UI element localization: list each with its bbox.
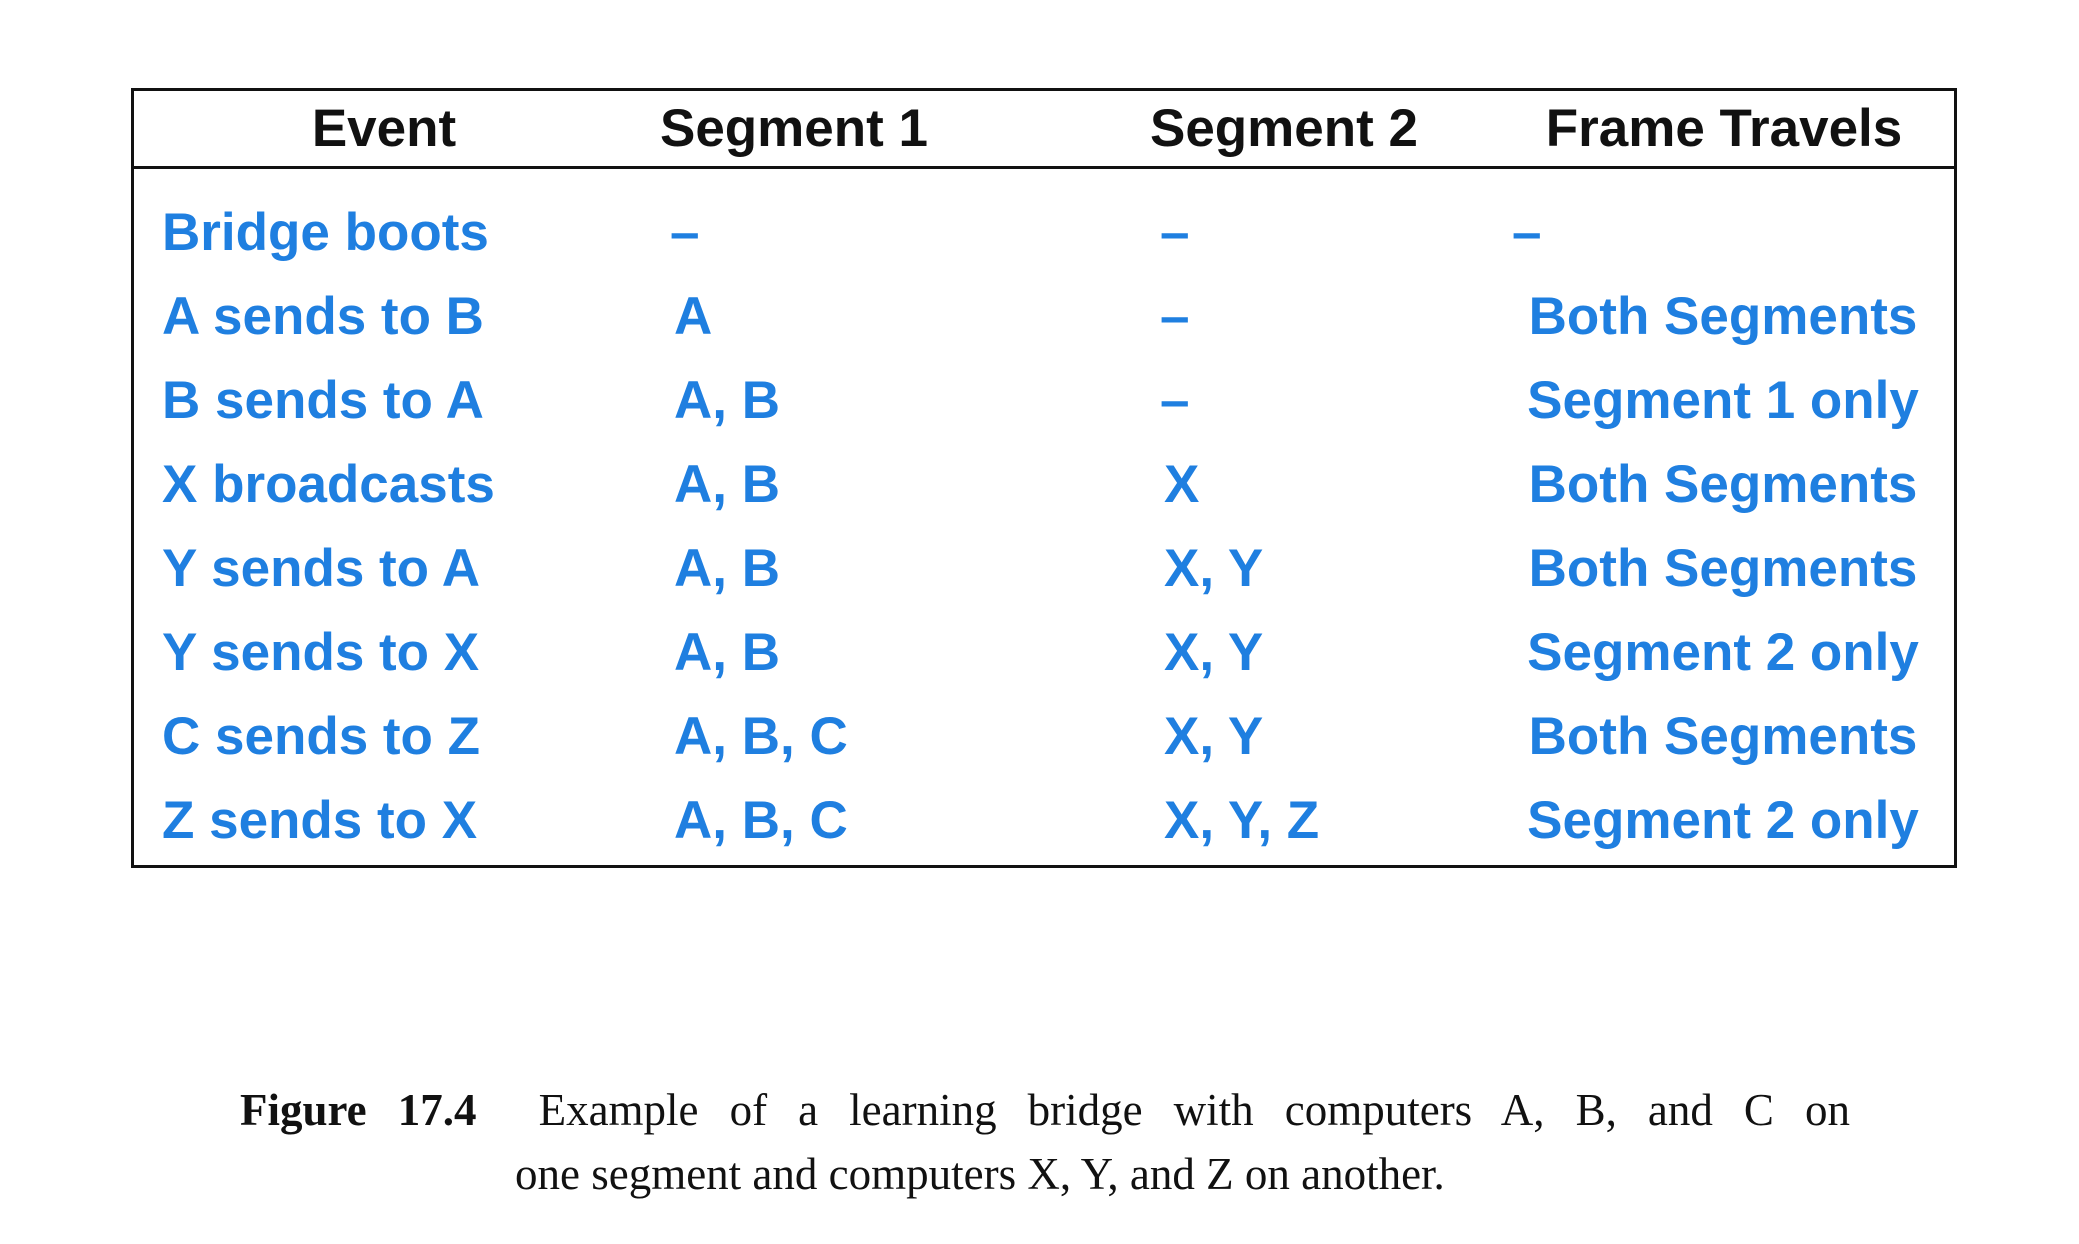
event-cell: Y sends to X	[162, 623, 480, 682]
segment-1-cell: A, B	[674, 371, 780, 430]
header-frame-travels: Frame Travels	[1545, 99, 1903, 158]
caption-line-2: one segment and computers X, Y, and Z on…	[240, 1142, 1850, 1206]
segment-1-cell: A, B	[674, 623, 780, 682]
table-row: A sends to B A – Both Segments	[134, 275, 1954, 359]
frame-travels-cell: Both Segments	[1528, 539, 1918, 598]
header-segment-1: Segment 1	[659, 99, 929, 158]
header-segment-2: Segment 2	[1149, 99, 1419, 158]
event-cell: C sends to Z	[162, 707, 481, 766]
event-cell: Y sends to A	[162, 539, 481, 598]
segment-1-cell: A, B, C	[674, 707, 848, 766]
table-row: Y sends to A A, B X, Y Both Segments	[134, 527, 1954, 611]
table-row: X broadcasts A, B X Both Segments	[134, 443, 1954, 527]
event-cell: A sends to B	[162, 287, 484, 346]
table-row: Z sends to X A, B, C X, Y, Z Segment 2 o…	[134, 779, 1954, 863]
table-header-row: Event Segment 1 Segment 2 Frame Travels	[134, 91, 1954, 169]
segment-2-cell: X, Y	[1164, 623, 1264, 682]
frame-travels-cell: Both Segments	[1528, 287, 1918, 346]
segment-1-cell: A, B, C	[674, 791, 848, 850]
caption-label: Figure 17.4	[240, 1085, 477, 1135]
frame-travels-cell: Segment 1 only	[1527, 371, 1919, 430]
segment-2-cell: X	[1164, 455, 1200, 514]
frame-travels-cell: Both Segments	[1528, 707, 1918, 766]
segment-2-cell: –	[1160, 371, 1190, 430]
event-cell: X broadcasts	[162, 455, 495, 514]
table-row: B sends to A A, B – Segment 1 only	[134, 359, 1954, 443]
frame-travels-cell: Segment 2 only	[1527, 791, 1919, 850]
learning-bridge-table: Event Segment 1 Segment 2 Frame Travels …	[131, 88, 1957, 868]
event-cell: Bridge boots	[162, 203, 489, 262]
segment-2-cell: –	[1160, 287, 1190, 346]
segment-2-cell: X, Y, Z	[1164, 791, 1320, 850]
segment-1-cell: A, B	[674, 455, 780, 514]
table-row: Y sends to X A, B X, Y Segment 2 only	[134, 611, 1954, 695]
event-cell: B sends to A	[162, 371, 484, 430]
table-row: Bridge boots – – –	[134, 191, 1954, 275]
header-event: Event	[311, 99, 457, 158]
segment-2-cell: X, Y	[1164, 539, 1264, 598]
segment-1-cell: –	[670, 203, 700, 262]
segment-1-cell: A, B	[674, 539, 780, 598]
table-row: C sends to Z A, B, C X, Y Both Segments	[134, 695, 1954, 779]
frame-travels-cell: –	[1512, 203, 1542, 262]
caption-line-1: Figure 17.4 Example of a learning bridge…	[240, 1078, 1850, 1142]
segment-1-cell: A	[674, 287, 713, 346]
figure-caption: Figure 17.4 Example of a learning bridge…	[240, 1078, 1850, 1206]
event-cell: Z sends to X	[162, 791, 478, 850]
segment-2-cell: –	[1160, 203, 1190, 262]
segment-2-cell: X, Y	[1164, 707, 1264, 766]
caption-text-1: Example of a learning bridge with comput…	[538, 1085, 1851, 1135]
frame-travels-cell: Both Segments	[1528, 455, 1918, 514]
caption-text-2: one segment and computers X, Y, and Z on…	[515, 1149, 1445, 1199]
frame-travels-cell: Segment 2 only	[1527, 623, 1919, 682]
